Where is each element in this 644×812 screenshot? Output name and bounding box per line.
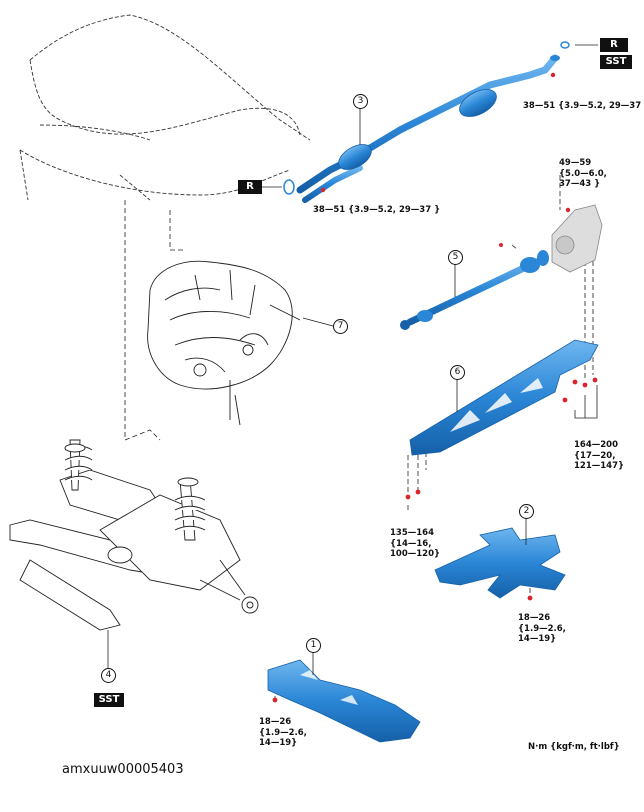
under-cover-brace	[267, 659, 421, 743]
callout-3: 3	[353, 94, 368, 109]
callout-5: 5	[448, 250, 463, 265]
torque-exhaust-front: 38—51 {3.9—5.2, 29—37 }	[313, 205, 441, 215]
callout-1: 1	[306, 638, 321, 653]
torque-pp-frame: 164—200 {17—20, 121—147}	[574, 440, 625, 471]
sst-symbol-rear: SST	[600, 55, 632, 69]
replace-symbol-front: R	[238, 180, 262, 194]
callout-6: 6	[450, 365, 465, 380]
differential-housing	[551, 204, 603, 273]
figure-code: amxuuw00005403	[62, 762, 184, 777]
callout-7: 7	[333, 319, 348, 334]
gasket-rear	[560, 41, 570, 49]
gasket-front	[283, 179, 295, 195]
replace-symbol-rear: R	[600, 38, 628, 52]
unit-note: N·m {kgf·m, ft·lbf}	[528, 742, 620, 752]
callout-leaders	[107, 44, 598, 675]
tunnel-brace-x	[434, 527, 566, 599]
torque-exhaust-rear: 38—51 {3.9—5.2, 29—37 }	[523, 101, 644, 111]
torque-brace-1: 18—26 {1.9—2.6, 14—19}	[259, 717, 307, 748]
vehicle-body-outline	[19, 14, 311, 201]
torque-bolts	[272, 72, 598, 703]
front-suspension-assembly	[9, 439, 259, 631]
sst-symbol-front: SST	[94, 693, 124, 707]
power-plant-frame	[409, 339, 599, 456]
engine-assembly	[147, 260, 301, 426]
torque-pp-front: 135—164 {14—16, 100—120}	[390, 528, 441, 559]
propeller-shaft	[400, 250, 549, 330]
callout-2: 2	[519, 504, 534, 519]
exhaust-pipe	[296, 54, 560, 203]
torque-pp-diff: 49—59 {5.0—6.0, 37—43 }	[559, 158, 607, 189]
torque-brace-2: 18—26 {1.9—2.6, 14—19}	[518, 613, 566, 644]
callout-4: 4	[101, 668, 116, 683]
